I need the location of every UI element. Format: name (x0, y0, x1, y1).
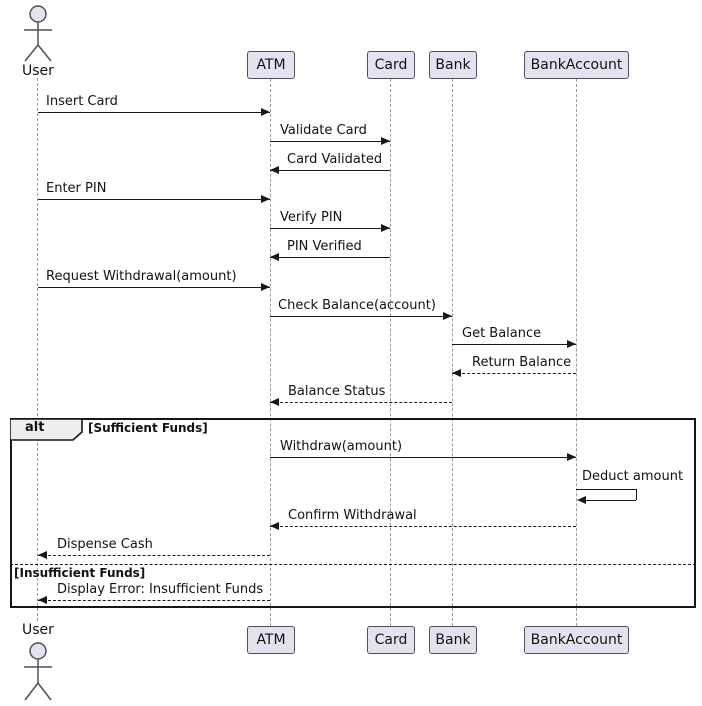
message-line (270, 170, 390, 171)
lifeline-user (37, 78, 38, 621)
lifeline-bankaccount (576, 79, 577, 626)
participant-card-bottom: Card (367, 626, 415, 654)
message-display-error: Display Error: Insufficient Funds (57, 582, 264, 597)
arrowhead-icon (381, 224, 390, 232)
message-request-withdrawal: Request Withdrawal(amount) (46, 269, 237, 284)
message-card-validated: Card Validated (287, 152, 383, 167)
participant-bank-bottom: Bank (429, 626, 477, 654)
message-withdraw: Withdraw(amount) (280, 439, 403, 454)
message-dispense-cash: Dispense Cash (57, 537, 153, 552)
message-line (38, 199, 270, 200)
participant-atm-top: ATM (247, 51, 295, 79)
participant-bankaccount-bottom: BankAccount (524, 626, 629, 654)
lifeline-card (390, 79, 391, 626)
actor-user-icon-bottom (24, 642, 52, 701)
self-message-line (636, 489, 637, 500)
self-message-line (583, 500, 636, 501)
participant-bank-top: Bank (429, 51, 477, 79)
participant-atm-bottom: ATM (247, 626, 295, 654)
actor-user-icon-top (24, 5, 52, 62)
message-line (270, 257, 390, 258)
message-check-balance: Check Balance(account) (278, 298, 436, 313)
arrowhead-icon (452, 369, 461, 377)
alt-divider (10, 564, 696, 565)
lifeline-bank (452, 79, 453, 626)
message-line (270, 526, 576, 527)
message-line (452, 344, 576, 345)
alt-operator-pentagon (10, 418, 83, 441)
alt-guard-sufficient-funds: [Sufficient Funds] (88, 421, 208, 435)
participant-bankaccount-top: BankAccount (524, 51, 629, 79)
arrowhead-icon (381, 137, 390, 145)
actor-user-label-bottom: User (22, 622, 54, 638)
self-message-line (576, 489, 636, 490)
actor-user-label-top: User (22, 63, 54, 79)
message-line (38, 112, 270, 113)
message-line (38, 287, 270, 288)
message-enter-pin: Enter PIN (46, 181, 107, 196)
arrowhead-icon (567, 340, 576, 348)
alt-frame (10, 418, 696, 608)
arrowhead-icon (270, 522, 279, 530)
message-deduct-amount: Deduct amount (582, 469, 684, 484)
message-line (270, 402, 452, 403)
message-line (270, 228, 390, 229)
message-line (38, 600, 270, 601)
lifeline-atm (270, 79, 271, 626)
message-line (270, 141, 390, 142)
message-line (38, 555, 270, 556)
participant-card-top: Card (367, 51, 415, 79)
arrowhead-icon (261, 283, 270, 291)
arrowhead-icon (270, 398, 279, 406)
message-balance-status: Balance Status (288, 384, 386, 399)
message-verify-pin: Verify PIN (280, 210, 343, 225)
message-line (270, 316, 452, 317)
alt-guard-insufficient-funds: [Insufficient Funds] (14, 566, 146, 580)
message-validate-card: Validate Card (280, 123, 367, 138)
arrowhead-icon (38, 596, 47, 604)
arrowhead-icon (577, 496, 586, 504)
message-insert-card: Insert Card (46, 94, 118, 109)
message-confirm-withdrawal: Confirm Withdrawal (288, 508, 417, 523)
message-return-balance: Return Balance (472, 355, 572, 370)
arrowhead-icon (38, 551, 47, 559)
arrowhead-icon (261, 108, 270, 116)
message-get-balance: Get Balance (462, 326, 542, 341)
arrowhead-icon (443, 312, 452, 320)
message-pin-verified: PIN Verified (287, 239, 362, 254)
alt-operator-label: alt (25, 420, 45, 435)
arrowhead-icon (270, 253, 279, 261)
arrowhead-icon (270, 166, 279, 174)
arrowhead-icon (567, 453, 576, 461)
message-line (452, 373, 576, 374)
message-line (270, 457, 576, 458)
arrowhead-icon (261, 195, 270, 203)
